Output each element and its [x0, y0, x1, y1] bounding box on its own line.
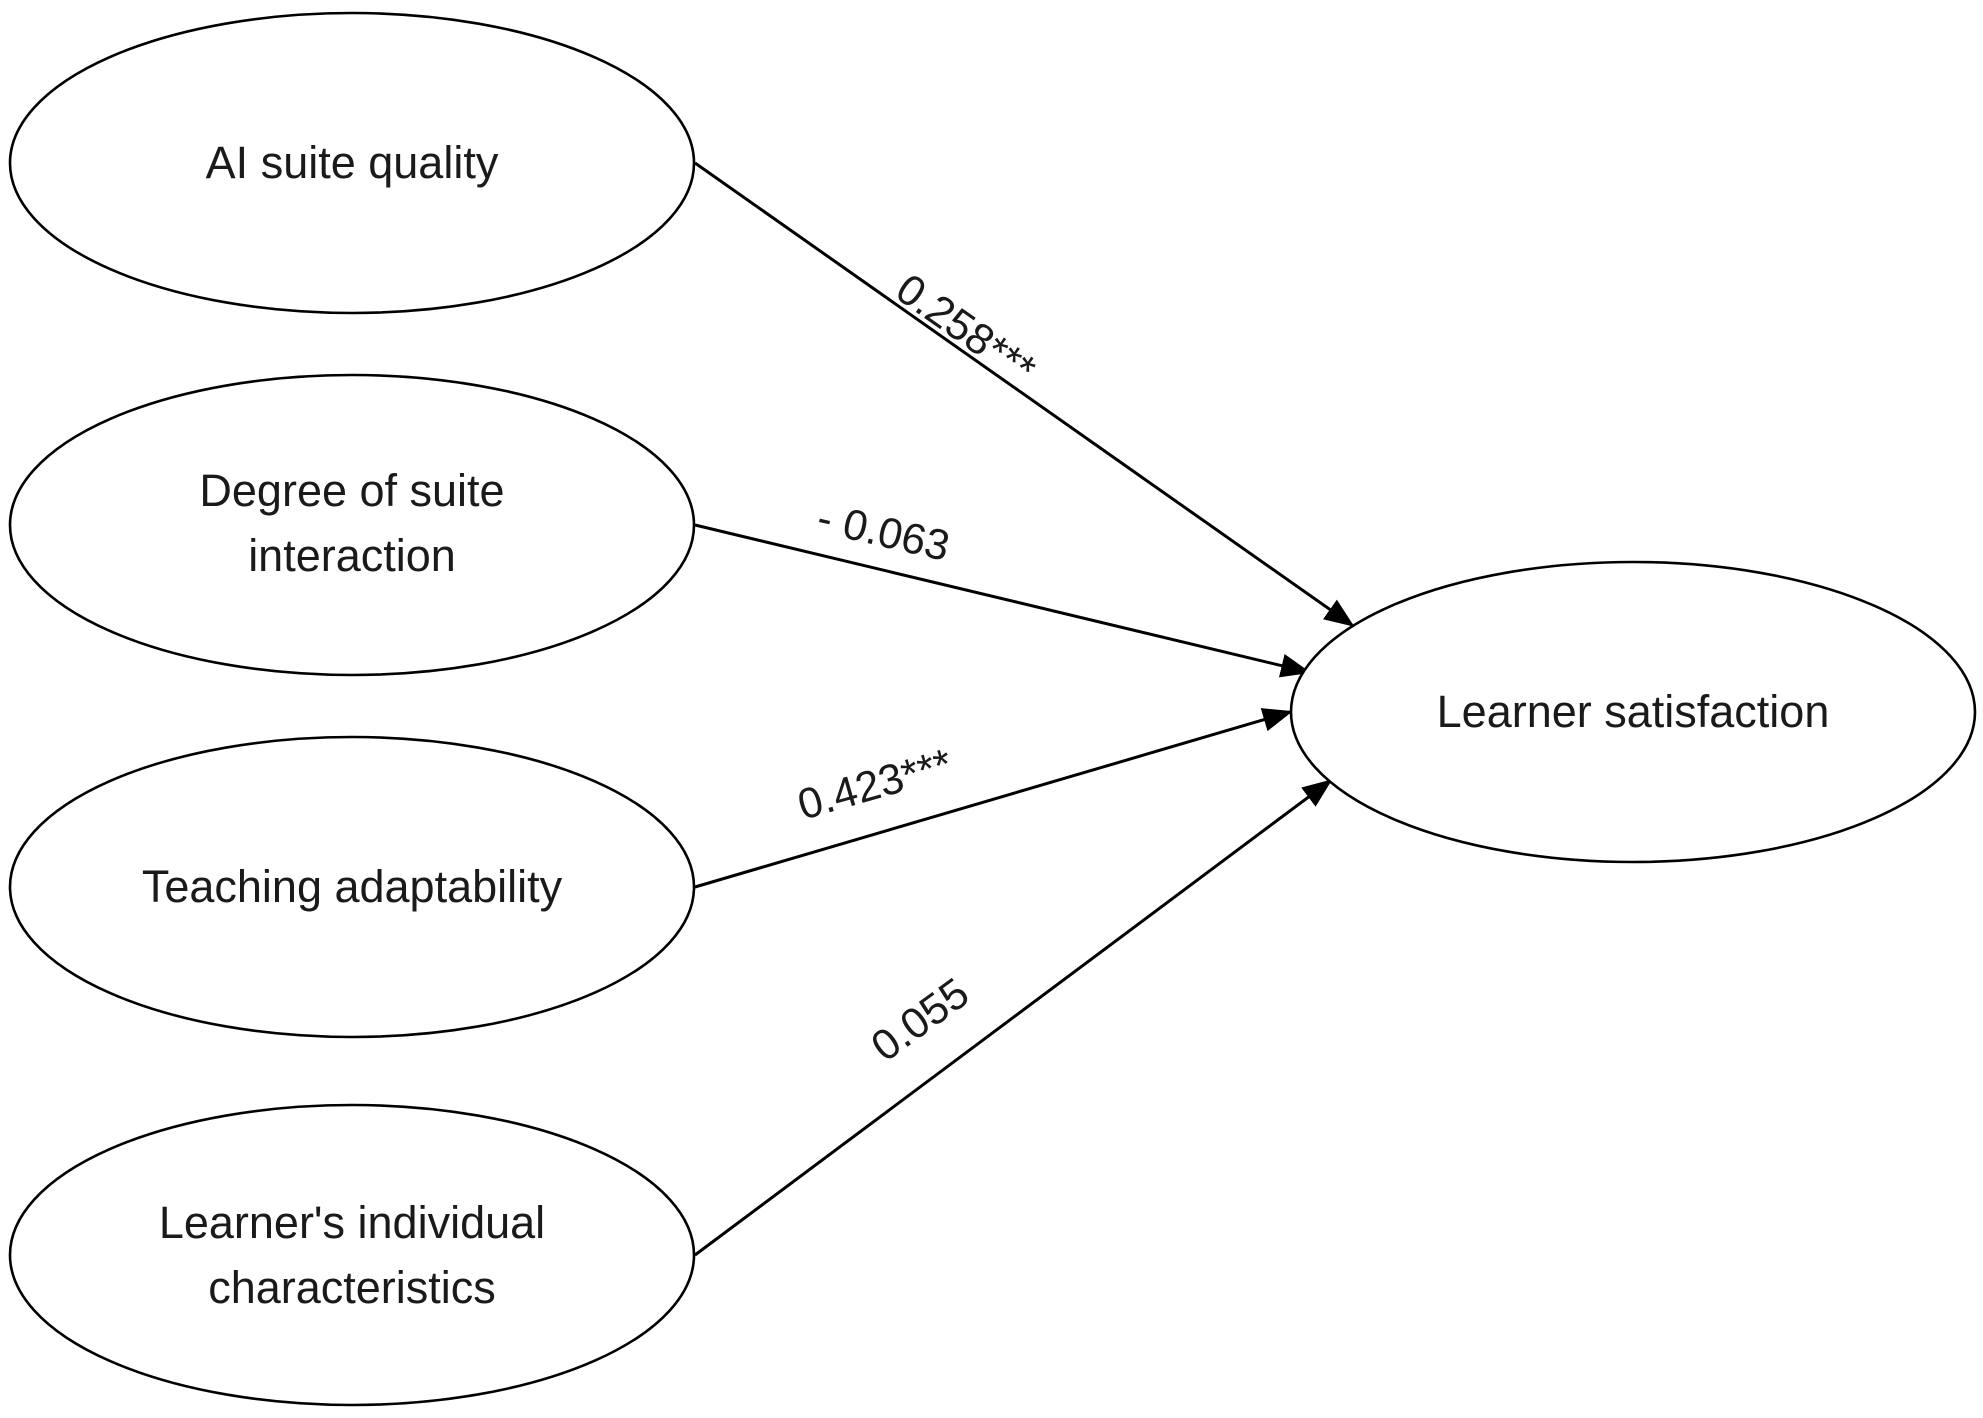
arrow-individual-characteristics-to-satisfaction [694, 779, 1333, 1257]
edge-teaching-adaptability: 0.423*** [694, 708, 1293, 889]
label-learners-individual-characteristics-line-1: Learner's individual [159, 1197, 545, 1248]
node-ai-suite-quality: AI suite quality [8, 11, 696, 315]
node-degree-of-suite-interaction: Degree of suite interaction [8, 373, 696, 677]
label-learners-individual-characteristics-line-2: characteristics [208, 1262, 496, 1313]
arrow-ai-suite-quality-to-satisfaction [694, 161, 1355, 627]
edge-degree-of-suite-interaction: - 0.063 [694, 494, 1311, 678]
label-ai-suite-quality: AI suite quality [206, 137, 499, 188]
node-teaching-adaptability: Teaching adaptability [8, 735, 696, 1039]
label-teaching-adaptability: Teaching adaptability [142, 861, 563, 912]
label-degree-of-suite-interaction-line-1: Degree of suite [199, 465, 504, 516]
ellipse-ai-suite-quality [8, 11, 696, 315]
node-learners-individual-characteristics: Learner's individual characteristics [8, 1103, 696, 1407]
ellipse-teaching-adaptability [8, 735, 696, 1039]
node-learner-satisfaction: Learner satisfaction [1289, 560, 1977, 864]
ellipse-degree-of-suite-interaction [8, 373, 696, 677]
edge-label-ai-suite-quality: 0.258*** [887, 265, 1044, 395]
edge-learners-individual-characteristics: 0.055 [694, 779, 1333, 1257]
edge-ai-suite-quality: 0.258*** [694, 161, 1355, 627]
arrow-teaching-adaptability-to-satisfaction [694, 708, 1293, 889]
arrow-suite-interaction-to-satisfaction [694, 523, 1311, 678]
label-degree-of-suite-interaction-line-2: interaction [248, 530, 456, 581]
ellipse-learners-individual-characteristics [8, 1103, 696, 1407]
label-learner-satisfaction: Learner satisfaction [1437, 686, 1830, 737]
ellipse-learner-satisfaction [1289, 560, 1977, 864]
